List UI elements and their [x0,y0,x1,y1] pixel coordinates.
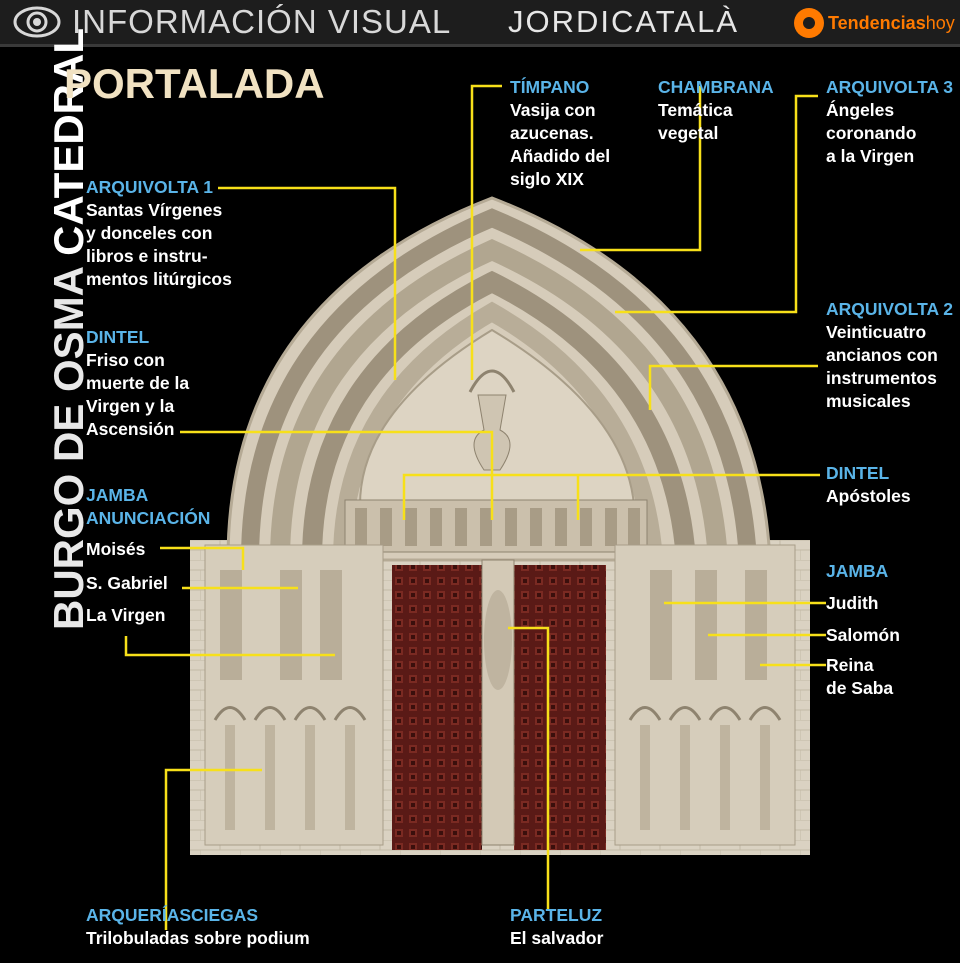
label-gabriel: S. Gabriel [86,572,168,595]
lintel [344,499,648,553]
label-arquivolta2-heading: ARQUIVOLTA 2 [826,299,954,319]
label-timpano: TÍMPANO Vasija con azucenas. Añadido del… [510,76,610,191]
label-arquivolta2: ARQUIVOLTA 2 Veinticuatro ancianos con i… [826,298,953,413]
label-dintel-right-heading: DINTEL [826,463,890,483]
leader-lines [124,84,826,930]
page-title: PORTALADA [64,60,325,107]
label-jamba-right: JAMBA [826,560,888,583]
label-timpano-heading: TÍMPANO [510,77,590,97]
label-arquerias: ARQUERÍASCIEGAS Trilobuladas sobre podiu… [86,904,310,950]
label-jamba-left-heading: JAMBA ANUNCIACIÓN [86,485,211,528]
label-arquivolta3: ARQUIVOLTA 3 Ángeles coronando a la Virg… [826,76,953,168]
brand-jordicatala: JORDICATALÀ [508,4,739,39]
label-arquivolta1-heading: ARQUIVOLTA 1 [86,177,214,197]
label-dintel-left-text: Friso con muerte de la Virgen y la Ascen… [86,350,190,439]
door-right [514,565,606,850]
door-left [392,565,482,850]
label-reina-saba-text: Reina de Saba [826,655,894,698]
label-parteluz-heading: PARTELUZ [510,905,603,925]
brand-informacion-visual: INFORMACIÓN VISUAL [12,2,451,42]
label-moises-text: Moisés [86,539,146,559]
label-dintel-left-heading: DINTEL [86,327,150,347]
label-jamba-anunciacion: JAMBA ANUNCIACIÓN [86,484,210,530]
label-arquivolta1: ARQUIVOLTA 1 Santas Vírgenes y donceles … [86,176,232,291]
label-salomon-text: Salomón [826,625,900,645]
label-judith-text: Judith [826,593,879,613]
label-dintel-right: DINTEL Apóstoles [826,462,911,508]
label-arquerias-heading: ARQUERÍASCIEGAS [86,905,259,925]
label-judith: Judith [826,592,879,615]
label-dintel-left: DINTEL Friso con muerte de la Virgen y l… [86,326,189,441]
label-salomon: Salomón [826,624,900,647]
label-gabriel-text: S. Gabriel [86,573,168,593]
label-virgen-text: La Virgen [86,605,166,625]
label-chambrana-heading: CHAMBRANA [658,77,774,97]
label-arquivolta3-heading: ARQUIVOLTA 3 [826,77,954,97]
label-chambrana-text: Temática vegetal [658,100,733,143]
label-virgen: La Virgen [86,604,165,627]
eye-icon [13,6,61,38]
brand-left-text: INFORMACIÓN VISUAL [72,3,452,40]
label-moises: Moisés [86,538,145,561]
label-arquivolta2-text: Veinticuatro ancianos con instrumentos m… [826,322,938,411]
label-arquivolta1-text: Santas Vírgenes y donceles con libros e … [86,200,232,289]
label-reina-saba: Reina de Saba [826,654,893,700]
label-jamba-right-heading: JAMBA [826,561,889,581]
label-timpano-text: Vasija con azucenas. Añadido del siglo X… [510,100,611,189]
label-parteluz: PARTELUZ El salvador [510,904,603,950]
label-arquerias-text: Trilobuladas sobre podium [86,928,310,948]
tendencias-logo-icon [794,8,824,38]
brand-right-light: hoy [925,12,955,33]
brand-right-bold: Tendencias [828,12,926,33]
label-arquivolta3-text: Ángeles coronando a la Virgen [826,100,917,166]
label-dintel-right-text: Apóstoles [826,486,911,506]
label-parteluz-text: El salvador [510,928,604,948]
header-bar: INFORMACIÓN VISUAL JORDICATALÀ Tendencia… [0,0,960,47]
label-chambrana: CHAMBRANA Temática vegetal [658,76,774,145]
